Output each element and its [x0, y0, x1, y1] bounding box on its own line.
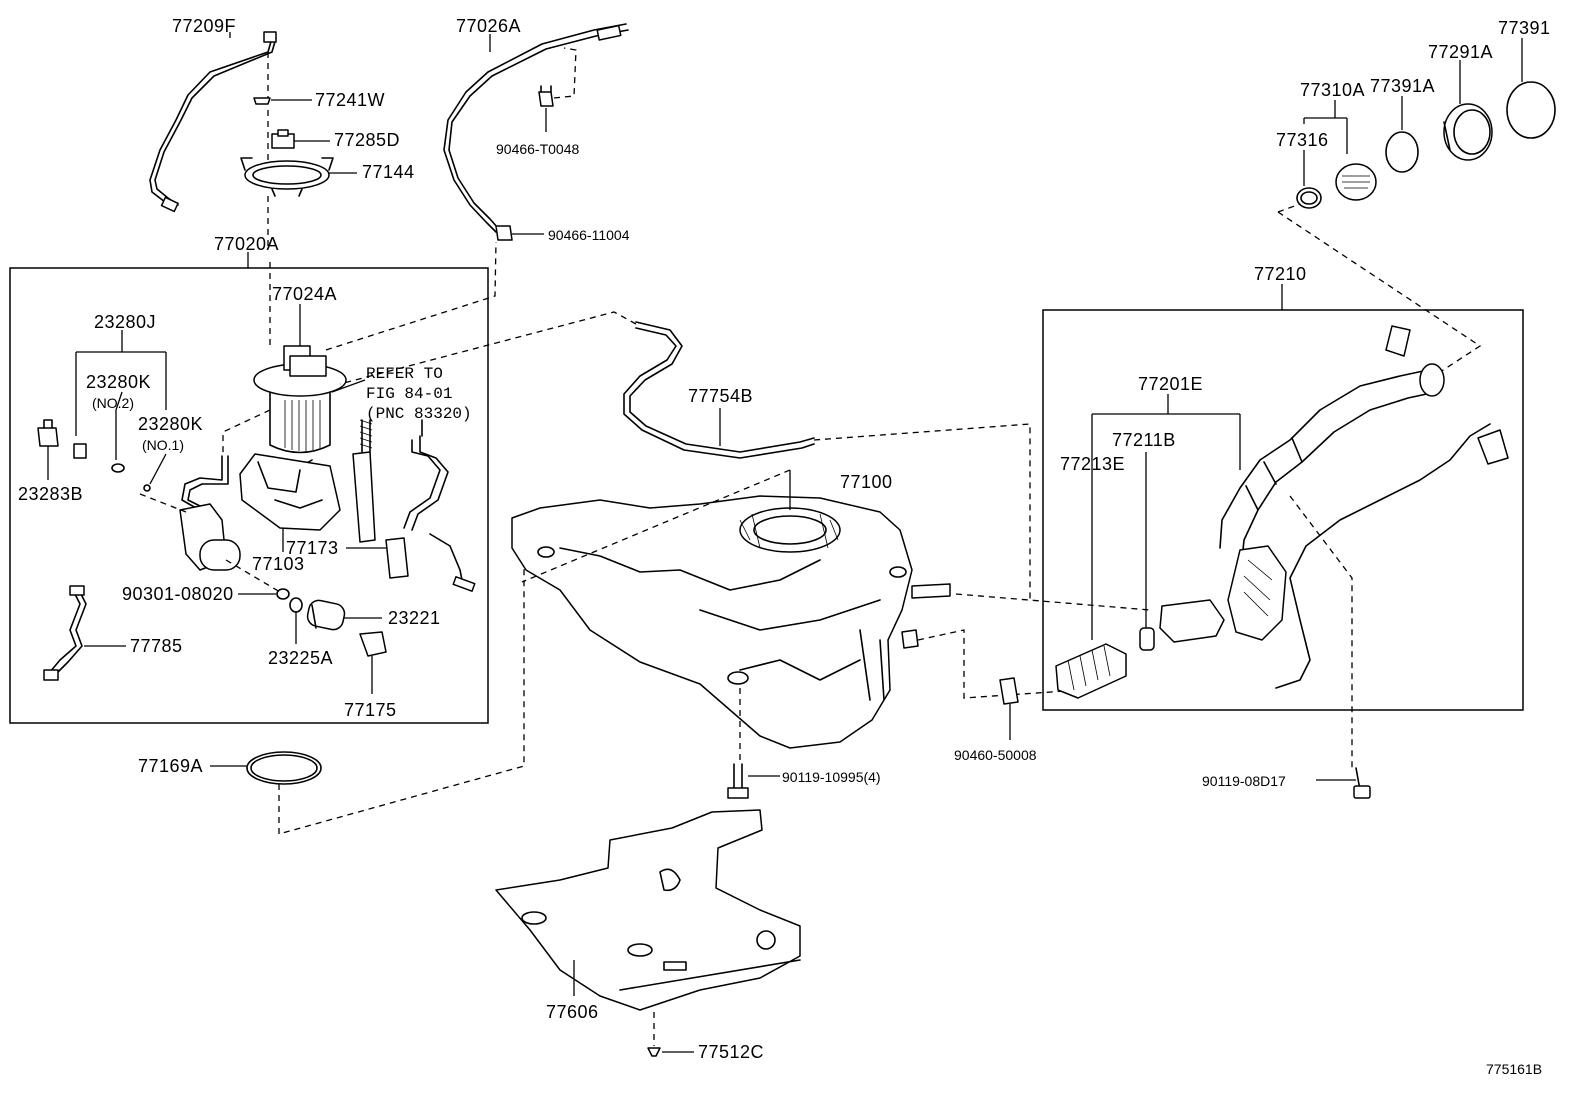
part-77785-wire — [43, 585, 87, 681]
part-23283B-clip — [37, 419, 59, 447]
part-77211B-clamp — [1139, 627, 1155, 651]
part-77316-cap-gasket — [1296, 187, 1322, 209]
part-77144-retainer-ring — [240, 157, 334, 197]
part-90466-T0048-clamp — [538, 85, 554, 107]
part-fuel-pump-body — [179, 455, 241, 571]
label-77169A: 77169A — [138, 756, 203, 776]
label-77210: 77210 — [1254, 264, 1307, 284]
part-77209F-sender-gauge — [149, 31, 277, 213]
part-77169A-gasket — [246, 751, 322, 785]
label-23280K-no2: 23280K — [86, 372, 151, 392]
label-77512C: 77512C — [698, 1042, 764, 1062]
label-77100: 77100 — [840, 472, 893, 492]
label-77026A: 77026A — [456, 16, 521, 36]
part-90119-10995-bolt — [727, 763, 749, 799]
label-77213E: 77213E — [1060, 454, 1125, 474]
part-77291A-cap-housing — [1443, 103, 1493, 161]
label-23221: 23221 — [388, 608, 441, 628]
part-23225A-oring — [289, 597, 303, 613]
label-23283B: 23283B — [18, 484, 83, 504]
part-77213E-hose — [1055, 643, 1127, 699]
part-77285D-retainer — [271, 129, 295, 149]
note-refer-to: REFER TO — [366, 365, 443, 383]
part-sender-wire-harness — [403, 419, 476, 592]
label-23280J: 23280J — [94, 312, 156, 332]
part-77100-fuel-tank — [511, 495, 951, 749]
label-77606: 77606 — [546, 1002, 599, 1022]
part-77026A-tube — [443, 23, 629, 241]
part-77391A-gasket — [1385, 131, 1419, 173]
label-90301-08020: 90301-08020 — [122, 584, 234, 604]
label-77785: 77785 — [130, 636, 183, 656]
part-90119-08D17-bolt — [1353, 767, 1371, 799]
part-90301-08020-ring — [276, 588, 290, 600]
part-77310A-fuel-cap — [1335, 163, 1377, 201]
label-90460-50008: 90460-50008 — [954, 747, 1037, 763]
label-23280K-no1: 23280K — [138, 414, 203, 434]
part-23280K-no2-oring — [111, 463, 125, 473]
note-fig: FIG 84-01 — [366, 385, 452, 403]
label-77209F: 77209F — [172, 16, 236, 36]
label-77020A: 77020A — [214, 234, 279, 254]
label-77391: 77391 — [1498, 18, 1551, 38]
label-77175: 77175 — [344, 700, 397, 720]
part-23221-filter — [306, 599, 346, 631]
part-77391-gasket — [1506, 81, 1556, 139]
part-connector-76 — [73, 443, 87, 459]
part-77175-clip — [359, 631, 387, 657]
label-77241W: 77241W — [315, 90, 385, 110]
label-no1: (NO.1) — [142, 437, 184, 453]
part-77754B-vent-tube — [623, 321, 815, 459]
label-23225A: 23225A — [268, 648, 333, 668]
part-77606-protector — [495, 809, 801, 1011]
filler-pipe-assembly-box — [1042, 309, 1524, 711]
label-90119-10995: 90119-10995(4) — [782, 769, 881, 785]
label-77754B: 77754B — [688, 386, 753, 406]
label-77310A: 77310A — [1300, 80, 1365, 100]
label-77291A: 77291A — [1428, 42, 1493, 62]
part-77024A-pump-flange — [253, 345, 347, 465]
label-77201E: 77201E — [1138, 374, 1203, 394]
part-77173-sender — [352, 419, 409, 579]
diagram-id: 775161B — [1486, 1061, 1542, 1077]
part-90460-50008-clip — [999, 677, 1019, 705]
label-77144: 77144 — [362, 162, 415, 182]
fuel-pump-assembly-box — [9, 267, 489, 724]
label-77211B: 77211B — [1112, 430, 1176, 450]
label-77316: 77316 — [1276, 130, 1329, 150]
label-77103: 77103 — [252, 554, 305, 574]
part-23280K-no1-oring — [143, 484, 151, 492]
label-90119-08D17: 90119-08D17 — [1202, 773, 1286, 789]
part-77103-pump-bracket — [239, 453, 341, 531]
label-77285D: 77285D — [334, 130, 400, 150]
label-77173: 77173 — [286, 538, 339, 558]
part-77241W-clip — [253, 97, 271, 105]
label-90466-11004: 90466-11004 — [548, 227, 630, 243]
label-77391A: 77391A — [1370, 76, 1435, 96]
part-77512C-clip — [647, 1047, 661, 1057]
note-pnc: (PNC 83320) — [366, 405, 472, 423]
labels: 77209F 77241W 77285D 77144 77020A 77024A… — [18, 16, 1551, 1077]
label-90466-T0048: 90466-T0048 — [496, 141, 580, 157]
label-77024A: 77024A — [272, 284, 337, 304]
label-no2: (NO.2) — [92, 395, 134, 411]
part-77210-filler-pipe — [1159, 325, 1509, 689]
